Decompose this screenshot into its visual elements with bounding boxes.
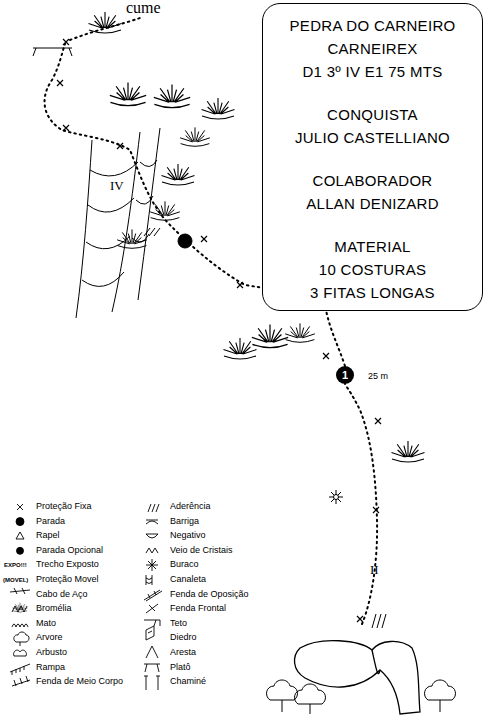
optional-stop: [178, 234, 192, 248]
legend-text: Proteção Fixa: [36, 502, 92, 511]
legend-text: Mato: [36, 619, 56, 628]
bromelia: [154, 85, 190, 108]
bromelia-leaves: [285, 323, 315, 342]
info-box: PEDRA DO CARNEIROCARNEIREXD1 3º IV E1 75…: [262, 3, 483, 311]
bromelia: [180, 127, 210, 146]
bromelia-leaves: [162, 164, 195, 185]
boulder: [295, 641, 420, 714]
plateau-symbol: [33, 48, 72, 56]
legend-text: Canaleta: [170, 575, 206, 584]
bromelia: [110, 83, 146, 106]
bromelia-leaves: [117, 229, 147, 248]
legend-text: Fenda de Meio Corpo: [36, 677, 123, 686]
fixed-protection-mark: [117, 143, 123, 149]
fixed-protection-mark: [201, 236, 207, 242]
bromelia: [392, 441, 425, 462]
legend-text: Aresta: [170, 648, 196, 657]
legend-text: Diedro: [170, 633, 197, 642]
movable-protection-symbol: (MOVEL): [3, 577, 28, 583]
legend-text: Buraco: [170, 560, 199, 569]
legend-symbols: [10, 504, 30, 686]
bromelia: [252, 325, 288, 348]
legend-symbols: [144, 504, 162, 690]
info-line: 3 FITAS LONGAS: [269, 281, 476, 304]
info-line: CONQUISTA: [269, 103, 476, 126]
bromelia: [162, 164, 195, 185]
bromelia: [285, 323, 315, 342]
legend-text: Proteção Movel: [36, 575, 99, 584]
info-line: D1 3º IV E1 75 MTS: [269, 60, 476, 83]
fixed-protection-mark: [375, 418, 381, 424]
info-line: JULIO CASTELLIANO: [269, 126, 476, 149]
pitch-length: 25 m: [368, 372, 388, 381]
legend-text: Fenda Frontal: [170, 604, 226, 613]
fixed-protection-mark: [63, 125, 69, 131]
legend-text: Teto: [170, 619, 187, 628]
exposed-symbol: EXPO!!!: [4, 562, 27, 568]
legend-text: Arbusto: [36, 648, 67, 657]
grade-label: IV: [110, 179, 124, 192]
bromelia: [202, 98, 235, 119]
fixed-protection-mark: [373, 507, 379, 513]
bromelia-leaves: [13, 603, 28, 612]
bromelia-leaves: [224, 338, 257, 359]
fixed-protection-mark: [63, 39, 69, 45]
bromelia-leaves: [392, 441, 425, 462]
legend-text: Chaminé: [170, 677, 206, 686]
legend-text: Arvore: [36, 633, 63, 642]
bromelia-leaves: [252, 325, 288, 348]
legend-text: Rapel: [36, 531, 60, 540]
legend-text: Fenda de Oposição: [170, 590, 249, 599]
legend-text: Platô: [170, 663, 191, 672]
info-line: ALLAN DENIZARD: [269, 192, 476, 215]
fixed-protection-mark: [237, 282, 243, 288]
legend-text: Trecho Exposto: [36, 560, 99, 569]
legend-text: Parada: [36, 517, 65, 526]
slab-symbol: [372, 614, 386, 628]
trees: [267, 680, 456, 714]
bromelia: [224, 338, 257, 359]
info-line: 10 COSTURAS: [269, 258, 476, 281]
stop-number: 1: [342, 370, 348, 381]
stop-marker: 1: [336, 366, 354, 384]
fixed-protection-mark: [57, 80, 63, 86]
legend-text: Veio de Cristais: [170, 546, 233, 555]
bromelia-leaves: [150, 201, 180, 220]
bromelia-leaves: [89, 12, 122, 33]
bromelia-leaves: [154, 85, 190, 108]
fixed-protection-mark: [323, 353, 329, 359]
legend-text: Barriga: [170, 517, 199, 526]
summit-label: cume: [126, 0, 161, 16]
legend-text: Bromélia: [36, 604, 72, 613]
legend-text: Aderência: [170, 502, 211, 511]
bromelia: [150, 201, 180, 220]
info-line: MATERIAL: [269, 235, 476, 258]
legend-text: Negativo: [170, 531, 206, 540]
bromelia: [13, 603, 28, 612]
bromelia: [117, 229, 147, 248]
legend-text: Rampa: [36, 663, 65, 672]
bromelia-leaves: [202, 98, 235, 119]
hole-symbol: [329, 490, 343, 504]
fixed-protection-mark: [357, 616, 363, 622]
info-line: PEDRA DO CARNEIRO: [269, 14, 476, 37]
bromelia-leaves: [110, 83, 146, 106]
crack-system: [76, 128, 160, 318]
legend-text: Parada Opcional: [36, 546, 103, 555]
bromelia: [89, 12, 122, 33]
legend-text: Cabo de Aço: [36, 590, 88, 599]
bromelia-leaves: [180, 127, 210, 146]
info-line: CARNEIREX: [269, 37, 476, 60]
info-line: COLABORADOR: [269, 169, 476, 192]
grade-label: II: [370, 563, 379, 576]
